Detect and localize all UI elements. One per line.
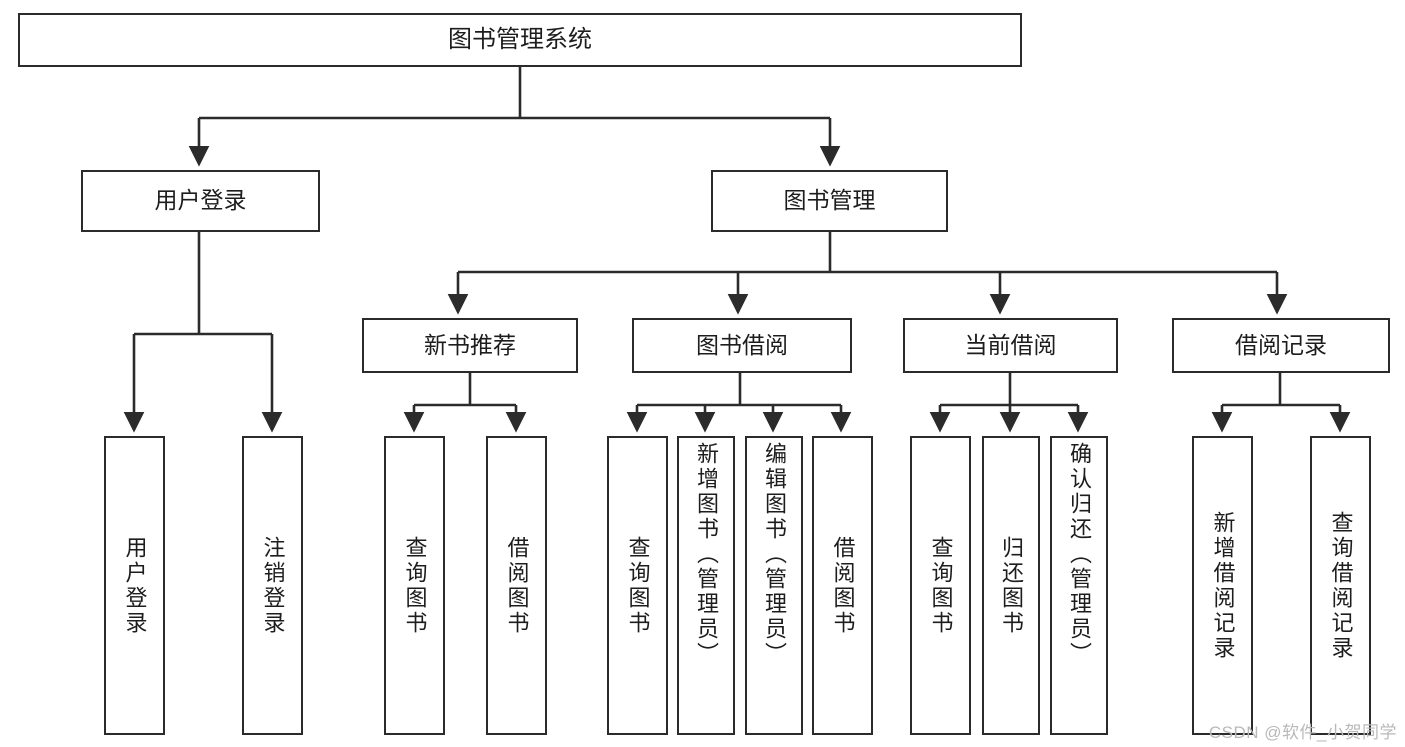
node-leaf-borrow-book-2-label: 借阅图书 <box>830 535 856 636</box>
node-leaf-user-login[interactable]: 用户登录 <box>104 436 165 735</box>
node-borrow-record-label: 借阅记录 <box>1235 331 1327 358</box>
node-leaf-query-book-1-label: 查询图书 <box>402 535 428 636</box>
node-new-book-rec[interactable]: 新书推荐 <box>362 318 578 373</box>
node-leaf-query-record[interactable]: 查询借阅记录 <box>1310 436 1371 735</box>
node-leaf-return-book-label: 归还图书 <box>999 535 1024 636</box>
node-leaf-add-record-label: 新增借阅记录 <box>1210 510 1236 661</box>
node-leaf-query-book-2-label: 查询图书 <box>625 535 651 636</box>
node-leaf-confirm-return-label: 确认归还（管理员） <box>1067 442 1092 667</box>
node-leaf-borrow-book-2[interactable]: 借阅图书 <box>812 436 873 735</box>
node-leaf-edit-book-label: 编辑图书（管理员） <box>762 442 787 667</box>
node-leaf-query-book-3-label: 查询图书 <box>928 535 954 636</box>
node-user-login-label: 用户登录 <box>154 187 247 214</box>
node-new-book-rec-label: 新书推荐 <box>424 331 516 358</box>
node-leaf-query-record-label: 查询借阅记录 <box>1328 510 1354 661</box>
csdn-watermark: CSDN @软件_小贺同学 <box>1208 723 1397 742</box>
node-borrow-record[interactable]: 借阅记录 <box>1172 318 1390 373</box>
node-book-manage[interactable]: 图书管理 <box>711 170 948 232</box>
node-leaf-borrow-book-1-label: 借阅图书 <box>504 535 530 636</box>
node-leaf-add-book[interactable]: 新增图书（管理员） <box>677 436 735 735</box>
node-leaf-query-book-1[interactable]: 查询图书 <box>384 436 445 735</box>
node-leaf-user-login-label: 用户登录 <box>122 535 148 636</box>
node-leaf-borrow-book-1[interactable]: 借阅图书 <box>486 436 547 735</box>
node-root[interactable]: 图书管理系统 <box>18 13 1022 67</box>
node-leaf-confirm-return[interactable]: 确认归还（管理员） <box>1050 436 1108 735</box>
node-book-borrow-label: 图书借阅 <box>696 331 788 358</box>
node-leaf-query-book-2[interactable]: 查询图书 <box>607 436 668 735</box>
node-leaf-return-book[interactable]: 归还图书 <box>982 436 1040 735</box>
node-leaf-add-record[interactable]: 新增借阅记录 <box>1192 436 1253 735</box>
node-leaf-edit-book[interactable]: 编辑图书（管理员） <box>745 436 803 735</box>
node-leaf-query-book-3[interactable]: 查询图书 <box>910 436 971 735</box>
node-book-manage-label: 图书管理 <box>783 187 876 214</box>
node-root-label: 图书管理系统 <box>448 25 592 53</box>
node-current-borrow-label: 当前借阅 <box>964 331 1057 358</box>
node-leaf-add-book-label: 新增图书（管理员） <box>694 442 719 667</box>
node-book-borrow[interactable]: 图书借阅 <box>632 318 852 373</box>
node-leaf-user-logout-label: 注销登录 <box>260 535 286 636</box>
node-leaf-user-logout[interactable]: 注销登录 <box>242 436 303 735</box>
node-current-borrow[interactable]: 当前借阅 <box>903 318 1118 373</box>
node-user-login[interactable]: 用户登录 <box>81 170 320 232</box>
